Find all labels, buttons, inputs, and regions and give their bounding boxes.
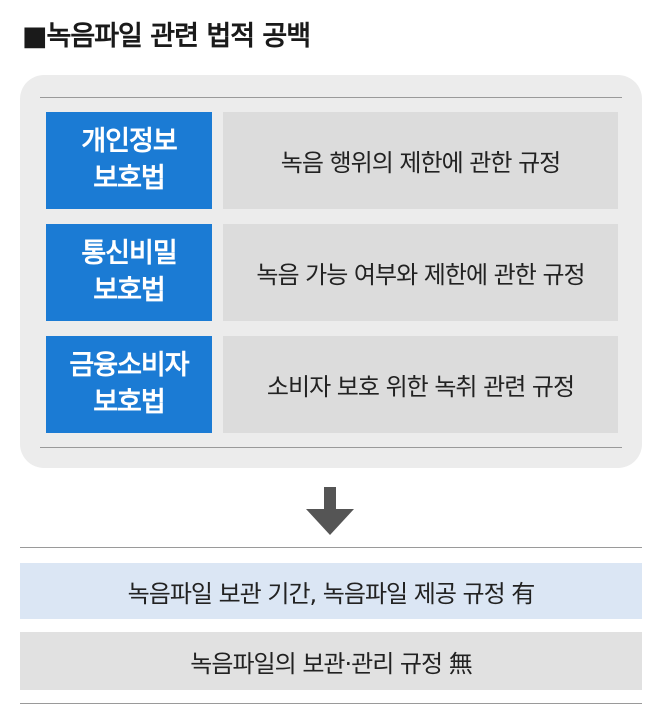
law-description-cell: 녹음 가능 여부와 제한에 관한 규정 xyxy=(223,224,618,321)
panel-divider-bottom xyxy=(40,447,622,448)
panel-divider-top xyxy=(40,97,622,98)
law-name-cell: 개인정보 보호법 xyxy=(46,112,212,209)
law-name-cell: 금융소비자 보호법 xyxy=(46,336,212,433)
law-row-privacy: 개인정보 보호법 녹음 행위의 제한에 관한 규정 xyxy=(46,112,618,209)
conclusion-existing-rules: 녹음파일 보관 기간, 녹음파일 제공 규정 有 xyxy=(20,563,642,619)
law-row-communications: 통신비밀 보호법 녹음 가능 여부와 제한에 관한 규정 xyxy=(46,224,618,321)
conclusion-missing-rules: 녹음파일의 보관·관리 규정 無 xyxy=(20,632,642,690)
conclusion-divider-bottom xyxy=(20,703,642,704)
conclusion-divider-top xyxy=(20,547,642,548)
diagram-title: ■녹음파일 관련 법적 공백 xyxy=(22,21,311,52)
law-description-cell: 소비자 보호 위한 녹취 관련 규정 xyxy=(223,336,618,433)
law-row-financial-consumer: 금융소비자 보호법 소비자 보호 위한 녹취 관련 규정 xyxy=(46,336,618,433)
law-description-cell: 녹음 행위의 제한에 관한 규정 xyxy=(223,112,618,209)
law-name-cell: 통신비밀 보호법 xyxy=(46,224,212,321)
down-arrow-icon xyxy=(306,487,354,541)
